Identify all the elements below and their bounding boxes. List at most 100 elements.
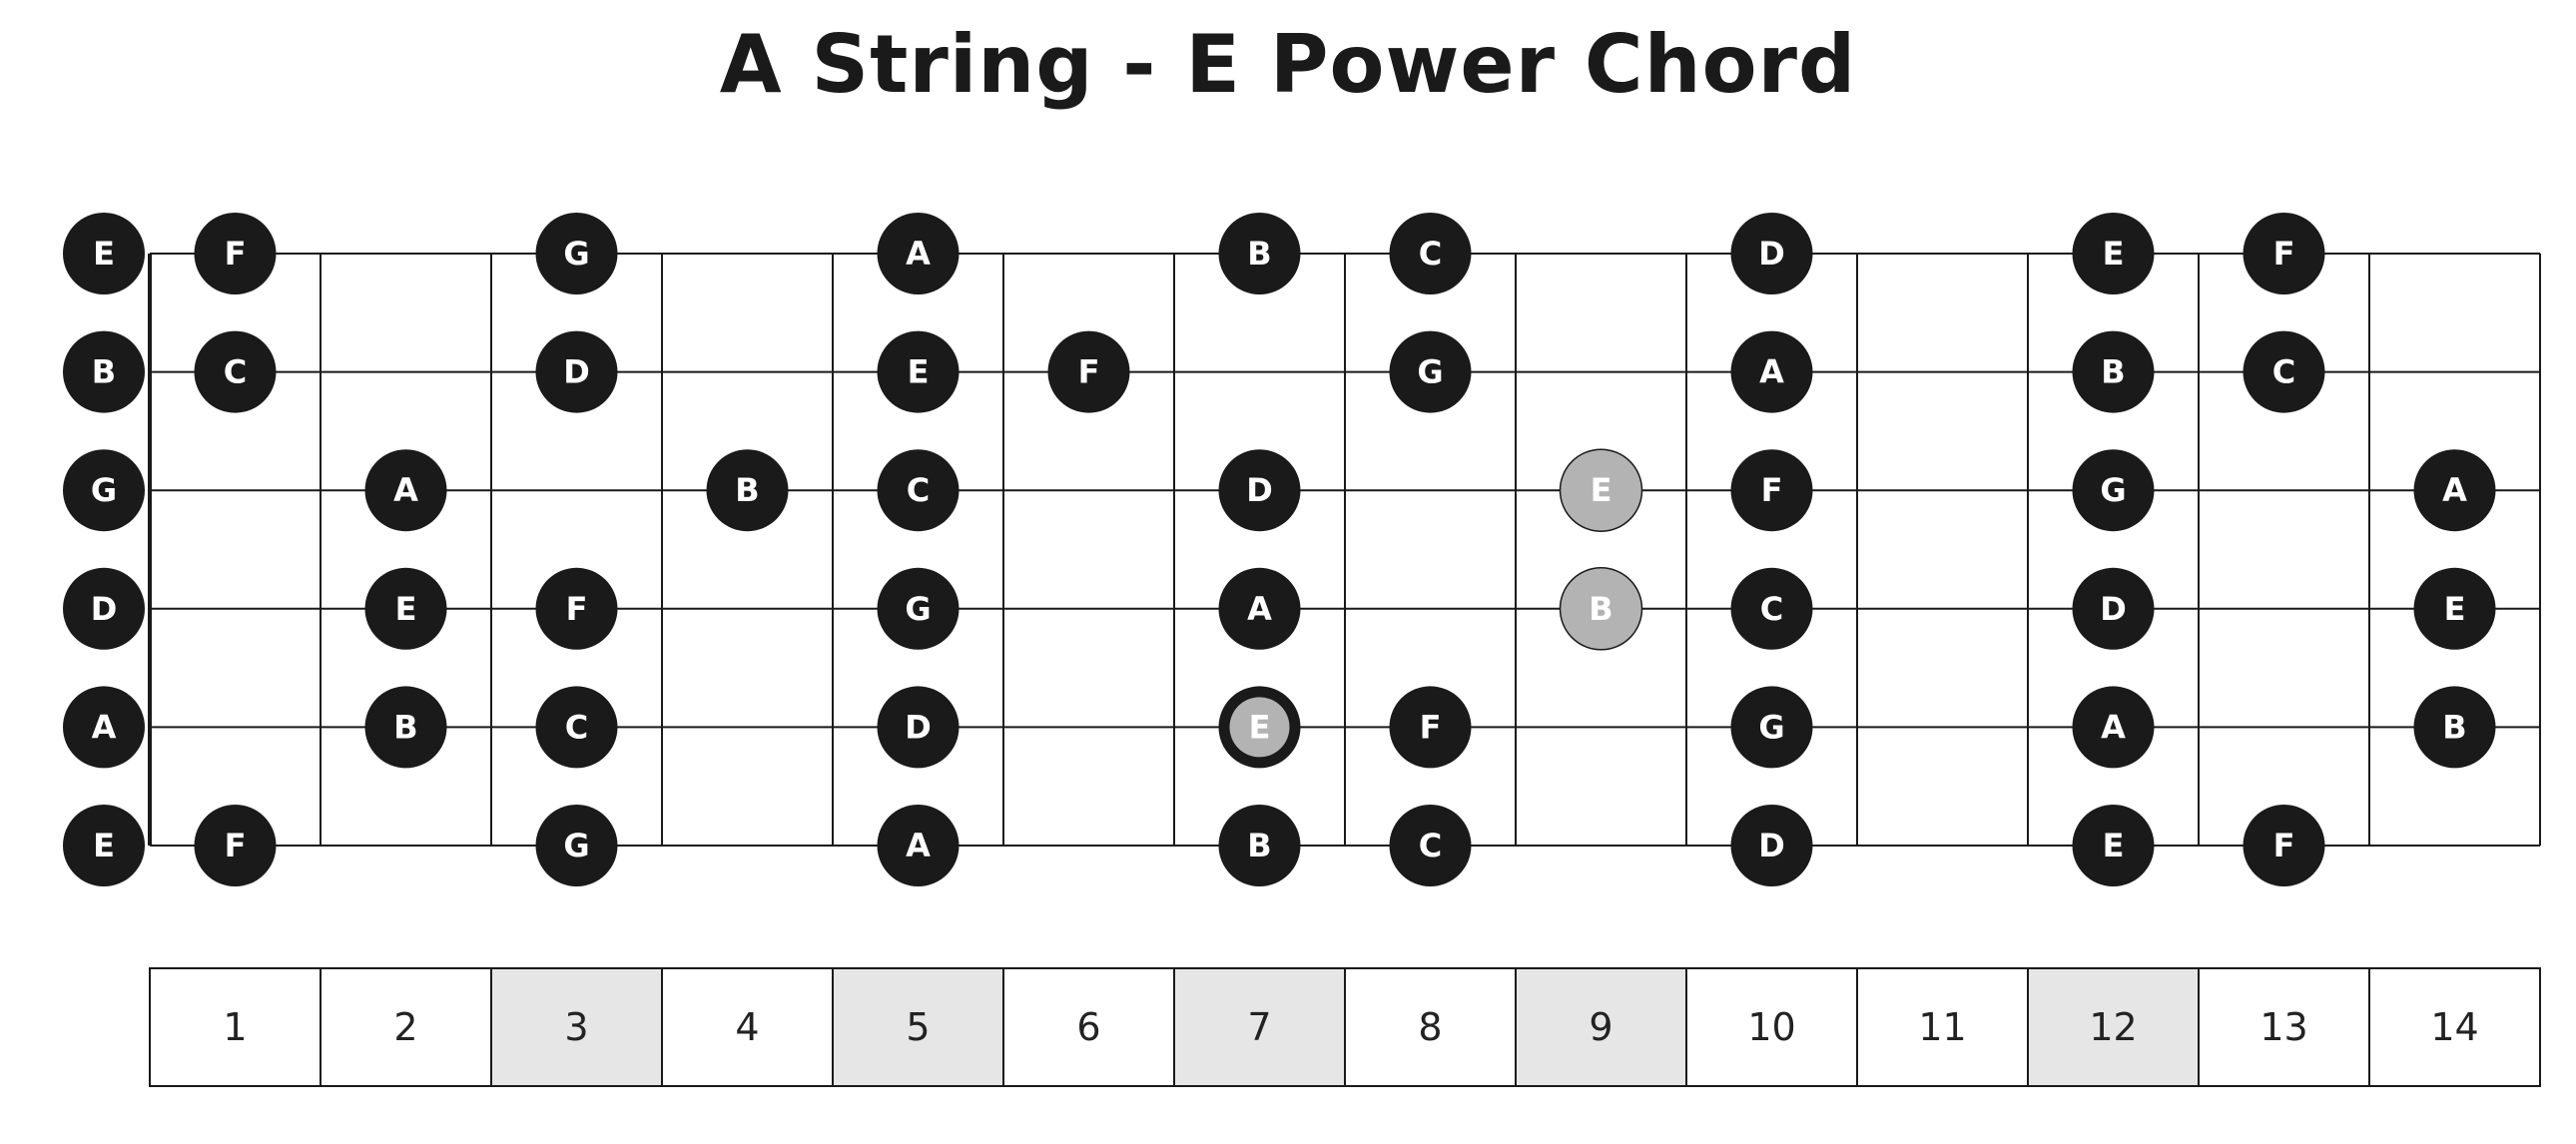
note-circle (877, 686, 960, 769)
note-label: E (2103, 827, 2125, 864)
note-label: F (2273, 235, 2295, 273)
diagram-title: A String - E Power Chord (719, 18, 1857, 111)
note-circle (1218, 449, 1301, 532)
note-label: D (905, 708, 932, 746)
note-label: F (2273, 827, 2295, 864)
note-s3-f10: F (1730, 449, 1813, 532)
note-s6-f1: F (194, 805, 277, 886)
note-circle (1389, 330, 1472, 413)
note-circle (1218, 567, 1301, 650)
note-label: B (2101, 353, 2125, 391)
note-label: E (908, 353, 930, 391)
note-circle (877, 330, 960, 413)
open-string-note-6: E (63, 805, 145, 886)
note-label: G (1758, 708, 1784, 746)
fret-cell-7 (1173, 967, 1346, 1087)
note-circle (1730, 567, 1813, 650)
note-label: E (2444, 590, 2466, 628)
note-label: C (2272, 353, 2295, 391)
note-circle (2072, 330, 2155, 413)
note-circle (2413, 686, 2496, 769)
chord-note-s4-f9: B (1559, 567, 1643, 651)
note-circle (535, 567, 618, 650)
note-circle (1218, 213, 1301, 294)
note-s2-f13: C (2243, 330, 2325, 413)
fretboard-grid (148, 253, 2541, 847)
fret-cell-8 (1344, 967, 1517, 1087)
note-circle (2072, 213, 2155, 294)
note-circle (1730, 330, 1813, 413)
note-s5-f3: C (535, 686, 618, 769)
note-circle (2413, 449, 2496, 532)
note-label: A (1759, 353, 1784, 391)
note-label: C (1760, 590, 1783, 628)
note-circle (535, 213, 618, 294)
note-label: A (92, 708, 117, 746)
note-label: B (92, 353, 116, 391)
fret-number-14: 14 (2430, 1005, 2478, 1049)
note-circle (63, 686, 145, 769)
note-label: G (905, 590, 931, 628)
note-s5-f2: B (364, 686, 447, 769)
note-label: E (2103, 235, 2125, 273)
open-string-note-1: E (63, 213, 145, 294)
fret-cell-2 (320, 967, 492, 1087)
note-label: F (1761, 471, 1783, 509)
fret-cell-13 (2198, 967, 2370, 1087)
note-circle (1389, 213, 1472, 294)
fret-number-3: 3 (564, 1005, 588, 1049)
fret-cell-4 (661, 967, 834, 1087)
note-label: F (225, 827, 247, 864)
fret-cell-10 (1685, 967, 1858, 1087)
open-string-note-5: A (63, 686, 145, 769)
note-s2-f5: E (877, 330, 960, 413)
note-label: E (1249, 708, 1271, 746)
note-circle (535, 686, 618, 769)
note-label: F (1078, 353, 1100, 391)
note-s4-f7: A (1218, 567, 1301, 650)
note-circle (2072, 449, 2155, 532)
note-s5-f14: B (2413, 686, 2496, 769)
note-circle (63, 330, 145, 413)
note-s4-f2: E (364, 567, 447, 650)
note-label: G (91, 471, 117, 509)
fret-cell-6 (1002, 967, 1175, 1087)
root-note-fill (1229, 697, 1290, 758)
note-s1-f13: F (2243, 213, 2325, 294)
note-label: B (735, 471, 759, 509)
note-label: D (1758, 235, 1785, 273)
note-circle (364, 686, 447, 769)
note-label: D (91, 590, 118, 628)
note-label: F (225, 235, 247, 273)
note-s1-f8: C (1389, 213, 1472, 294)
open-string-note-2: B (63, 330, 145, 413)
note-s5-f12: A (2072, 686, 2155, 769)
note-circle (2413, 567, 2496, 650)
note-label: C (907, 471, 930, 509)
open-string-note-4: D (63, 567, 145, 650)
open-string-note-3: G (63, 449, 145, 532)
fret-number-5: 5 (906, 1005, 930, 1049)
note-label: E (93, 235, 115, 273)
fret-number-8: 8 (1418, 1005, 1442, 1049)
note-circle (194, 213, 277, 294)
note-label: B (2442, 708, 2466, 746)
note-label: A (2101, 708, 2126, 746)
note-label: F (566, 590, 588, 628)
note-label: C (224, 353, 247, 391)
chord-note-circle (1559, 567, 1643, 651)
fret-number-7: 7 (1247, 1005, 1271, 1049)
note-label: E (395, 590, 417, 628)
note-label: D (2100, 590, 2127, 628)
note-circle (2072, 805, 2155, 886)
note-circle (877, 213, 960, 294)
chord-note-circle (1559, 448, 1643, 532)
fret-cell-14 (2368, 967, 2541, 1087)
fret-cell-9 (1515, 967, 1687, 1087)
note-circle (364, 567, 447, 650)
note-s6-f5: A (877, 805, 960, 886)
note-label: G (1417, 353, 1443, 391)
note-s3-f7: D (1218, 449, 1301, 532)
note-s3-f2: A (364, 449, 447, 532)
